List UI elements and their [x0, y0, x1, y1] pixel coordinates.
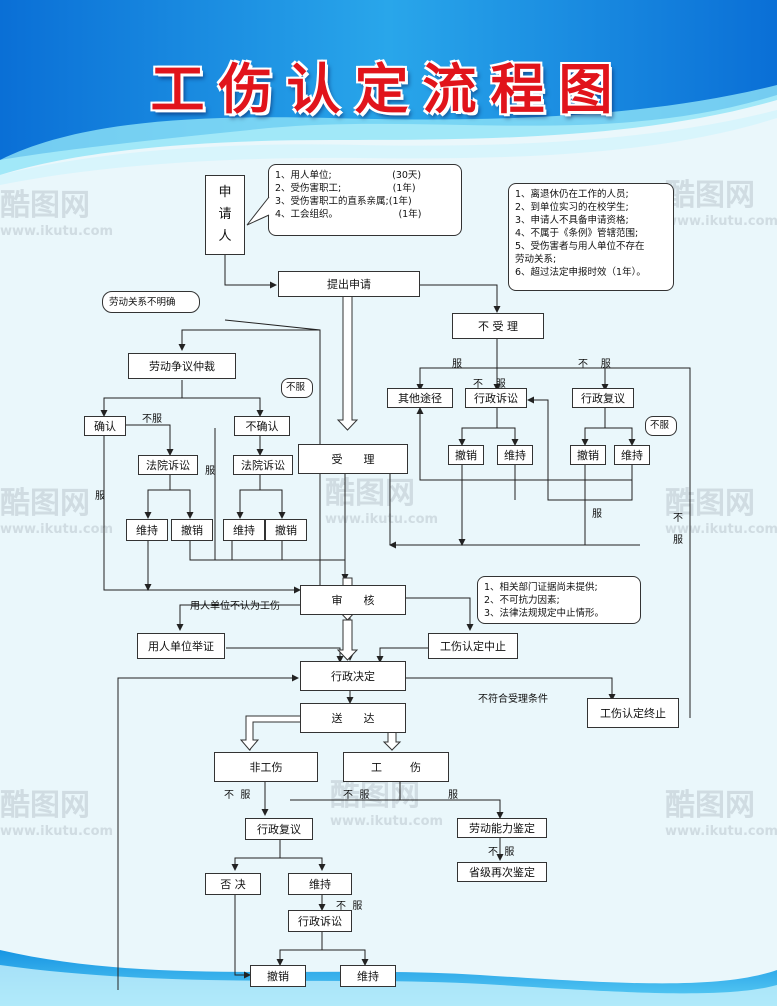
- admin-review-box: 行政复议: [245, 818, 313, 840]
- court-suit-left-box: 法院诉讼: [138, 455, 198, 475]
- admin-lawsuit-box: 行政诉讼: [288, 910, 352, 932]
- injury-terminate-box: 工伤认定终止: [587, 698, 679, 728]
- obey-label: 服: [95, 491, 105, 502]
- deny-box: 否 决: [205, 873, 261, 895]
- not-obey-label: 不 服: [336, 901, 363, 912]
- obey-label: 服: [205, 466, 215, 477]
- uphold-box: 维持: [126, 519, 168, 541]
- revoke-box: 撤销: [570, 445, 606, 465]
- provincial-reappraisal-box: 省级再次鉴定: [457, 862, 547, 882]
- uphold-box: 维持: [223, 519, 265, 541]
- audit-box: 审 核: [300, 585, 406, 615]
- employer-proof-box: 用人单位举证: [137, 633, 225, 659]
- admin-decision-box: 行政决定: [300, 661, 406, 691]
- reject-box: 不 受 理: [452, 313, 544, 339]
- admin-review-box: 行政复议: [572, 388, 634, 408]
- non-injury-box: 非工伤: [214, 752, 318, 782]
- not-obey-label: 不 服: [224, 790, 251, 801]
- uphold-box: 维持: [497, 445, 533, 465]
- not-satisfied-note: 不服: [281, 378, 313, 398]
- revoke-box: 撤销: [250, 965, 306, 987]
- labor-arbitration-box: 劳动争议仲裁: [128, 353, 236, 379]
- not-obey-label: 不 服: [488, 847, 515, 858]
- not-satisfied-note: 不服: [645, 416, 677, 436]
- obey-label: 服: [452, 359, 462, 370]
- admin-lawsuit-box: 行政诉讼: [465, 388, 527, 408]
- not-obey-label: 不 服: [343, 790, 370, 801]
- injury-suspend-box: 工伤认定中止: [428, 633, 518, 659]
- not-obey-label: 不服: [142, 414, 162, 425]
- suspend-reasons-note: 1、相关部门证据尚未提供; 2、不可抗力因素; 3、法律法规规定中止情形。: [477, 576, 641, 624]
- uphold-box: 维持: [340, 965, 396, 987]
- obey-label: 服: [448, 790, 458, 801]
- revoke-box: 撤销: [171, 519, 213, 541]
- employer-disagree-label: 用人单位不认为工伤: [190, 601, 280, 612]
- applicant-box: 申 请 人: [205, 175, 245, 255]
- reject-reasons-note: 1、离退休仍在工作的人员; 2、到单位实习的在校学生; 3、申请人不具备申请资格…: [508, 183, 674, 291]
- other-way-box: 其他途径: [387, 388, 453, 408]
- accept-box: 受 理: [298, 444, 408, 474]
- submit-application-box: 提出申请: [278, 271, 420, 297]
- not-obey-label: 不 服: [578, 359, 611, 370]
- not-meet-conditions-label: 不符合受理条件: [478, 694, 548, 705]
- injury-box: 工 伤: [343, 752, 449, 782]
- not-obey-label: 不 服: [473, 379, 506, 390]
- deliver-box: 送 达: [300, 703, 406, 733]
- ability-appraisal-box: 劳动能力鉴定: [457, 818, 547, 838]
- uphold-box: 维持: [288, 873, 352, 895]
- uphold-box: 维持: [614, 445, 650, 465]
- revoke-box: 撤销: [448, 445, 484, 465]
- court-suit-right-box: 法院诉讼: [233, 455, 293, 475]
- page-title: 工伤认定流程图: [150, 57, 627, 121]
- not-confirm-box: 不确认: [234, 416, 290, 436]
- unclear-relation-note: 劳动关系不明确: [102, 291, 200, 313]
- revoke-box: 撤销: [265, 519, 307, 541]
- confirm-box: 确认: [84, 416, 126, 436]
- not-obey-label: 不 服: [673, 513, 683, 546]
- obey-label: 服: [592, 509, 602, 520]
- callout-pointer: [246, 196, 270, 226]
- applicant-types-note: 1、用人单位; (30天) 2、受伤害职工; (1年) 3、受伤害职工的直系亲属…: [268, 164, 462, 236]
